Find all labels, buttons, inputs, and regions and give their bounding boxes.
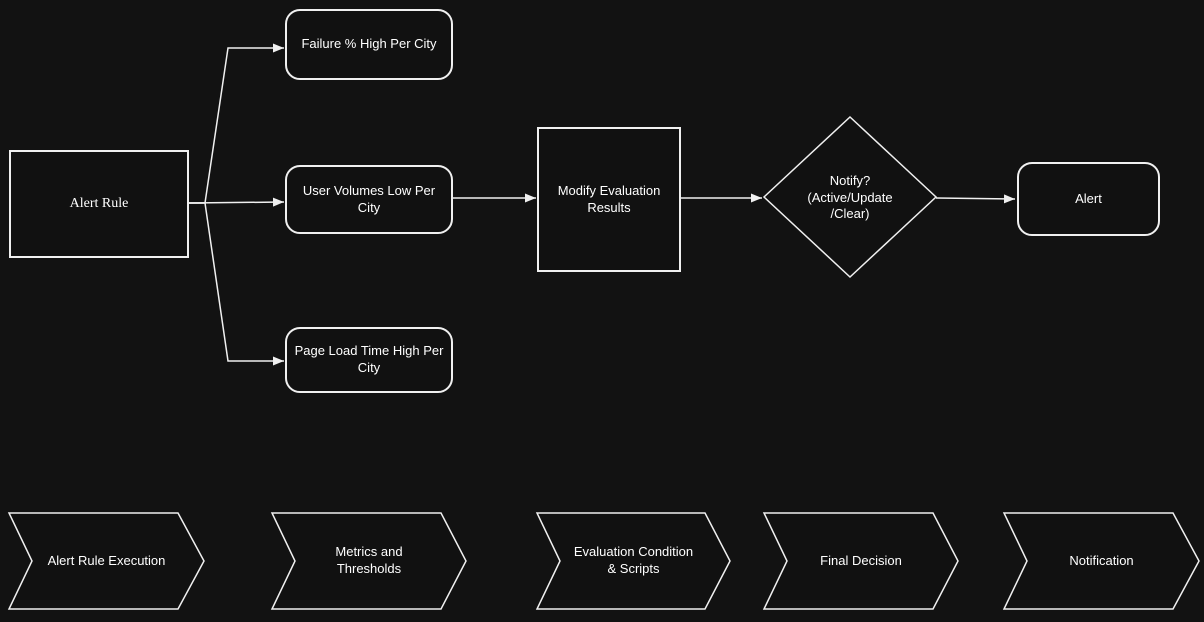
node-user-volumes-low-per-city[interactable]: User Volumes Low Per City	[285, 165, 453, 234]
edge-alert-rule-to-failure-high[interactable]	[189, 43, 284, 204]
edge-alert-rule-to-page-load[interactable]	[189, 202, 284, 366]
node-failure-high-per-city-label: Failure % High Per City	[301, 36, 437, 52]
node-alert-rule[interactable]: Alert Rule	[9, 150, 189, 258]
node-page-load-time-high-per-city[interactable]: Page Load Time High Per City	[285, 327, 453, 393]
stage-chevron-evaluation-condition[interactable]	[535, 512, 731, 610]
node-modify-evaluation-results-label: Modify Evaluation Results	[557, 182, 661, 215]
stage-chevron-final-decision[interactable]	[762, 512, 959, 610]
node-user-volumes-low-per-city-label: User Volumes Low Per City	[302, 182, 436, 215]
stage-chevron-metrics-and-thresholds[interactable]	[270, 512, 467, 610]
stage-chevron-alert-rule-execution[interactable]	[7, 512, 205, 610]
node-failure-high-per-city[interactable]: Failure % High Per City	[285, 9, 453, 80]
node-modify-evaluation-results[interactable]: Modify Evaluation Results	[537, 127, 681, 272]
stage-chevron-notification[interactable]	[1002, 512, 1200, 610]
edge-notify-decision-to-alert[interactable]	[935, 194, 1016, 204]
node-page-load-time-high-per-city-label: Page Load Time High Per City	[294, 343, 444, 375]
node-alert-label: Alert	[1075, 190, 1102, 206]
node-alert-rule-label: Alert Rule	[69, 195, 129, 211]
node-notify-decision-diamond[interactable]	[762, 115, 938, 279]
node-alert[interactable]: Alert	[1017, 162, 1160, 236]
